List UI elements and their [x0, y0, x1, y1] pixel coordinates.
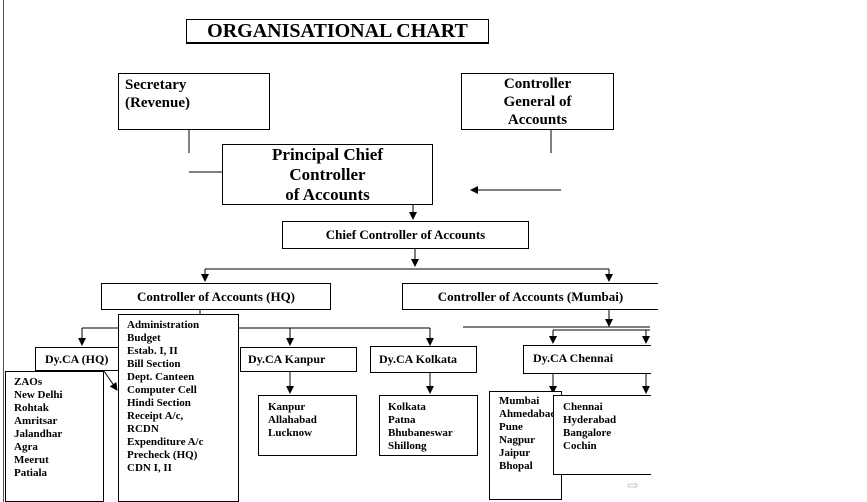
office-item: Patna [388, 414, 416, 426]
ca-hq-box: Controller of Accounts (HQ) [101, 283, 331, 310]
cga-line-3: Accounts [507, 111, 568, 128]
office-item: Pune [499, 421, 523, 433]
pcca-line-3: of Accounts [285, 184, 370, 204]
dyca-kolkata-box: Dy.CA Kolkata [370, 346, 477, 373]
cga-line-1: Controller [503, 75, 572, 92]
hq-section-item: Budget [127, 332, 161, 344]
zao-item: Amritsar [14, 415, 58, 427]
controller-general-box: Controller General of Accounts [461, 73, 614, 130]
zao-item: Agra [14, 441, 38, 453]
hq-sections-list: Administration Budget Estab. I, II Bill … [118, 314, 239, 502]
hq-section-item: Dept. Canteen [127, 371, 195, 383]
office-item: Ahmedabad [499, 408, 557, 420]
zao-item: Jalandhar [14, 428, 63, 440]
office-item: Nagpur [499, 434, 536, 446]
kolkata-offices-list: Kolkata Patna Bhubaneswar Shillong [379, 395, 478, 456]
dyca-hq-to-sections-arrow [103, 370, 118, 391]
mumbai-offices-list: Mumbai Ahmedabad Pune Nagpur Jaipur Bhop… [489, 391, 562, 500]
page-title: ORGANISATIONAL CHART [186, 19, 489, 44]
hq-section-item: RCDN [127, 423, 159, 435]
hq-section-item: Administration [127, 319, 200, 331]
office-item: Allahabad [268, 414, 317, 426]
office-item: Chennai [563, 401, 603, 413]
office-item: Bangalore [563, 427, 612, 439]
hq-section-item: Hindi Section [127, 397, 191, 409]
hq-section-item: Precheck (HQ) [127, 449, 198, 461]
pcca-line-2: Controller [289, 164, 366, 184]
zao-item: Patiala [14, 467, 47, 479]
office-item: Shillong [388, 440, 427, 452]
office-item: Jaipur [499, 447, 531, 459]
hq-section-item: Expenditure A/c [127, 436, 204, 448]
arrow-right-icon[interactable]: ⇨ [627, 479, 639, 494]
office-item: Hyderabad [563, 414, 617, 426]
page-left-rule [3, 0, 4, 502]
zao-item: ZAOs [14, 376, 43, 388]
zaos-list: ZAOs New Delhi Rohtak Amritsar Jalandhar… [5, 371, 104, 502]
kanpur-offices-list: Kanpur Allahabad Lucknow [258, 395, 357, 456]
dyca-chennai-box: Dy.CA Chennai [523, 345, 651, 374]
chennai-offices-list: Chennai Hyderabad Bangalore Cochin [553, 395, 651, 475]
zao-item: Rohtak [14, 402, 49, 414]
dyca-hq-box: Dy.CA (HQ) [35, 347, 124, 371]
secretary-line-2: (Revenue) [125, 95, 190, 111]
hq-section-item: Computer Cell [127, 384, 197, 396]
office-item: Bhopal [499, 460, 533, 472]
secretary-revenue-box: Secretary (Revenue) [118, 73, 270, 130]
cga-line-2: General of [503, 93, 572, 110]
office-item: Kanpur [268, 401, 306, 413]
principal-cca-box: Principal Chief Controller of Accounts [222, 144, 433, 205]
zao-item: New Delhi [14, 389, 63, 401]
hq-section-item: Receipt A/c, [127, 410, 184, 422]
ca-mumbai-box: Controller of Accounts (Mumbai) [402, 283, 658, 310]
office-item: Cochin [563, 440, 597, 452]
office-item: Kolkata [388, 401, 426, 413]
chief-controller-box: Chief Controller of Accounts [282, 221, 529, 249]
zao-item: Meerut [14, 454, 49, 466]
office-item: Bhubaneswar [388, 427, 453, 439]
hq-section-item: CDN I, II [127, 462, 172, 474]
office-item: Lucknow [268, 427, 313, 439]
secretary-line-1: Secretary [125, 77, 187, 93]
pcca-line-1: Principal Chief [272, 144, 383, 164]
hq-section-item: Bill Section [127, 358, 181, 370]
office-item: Mumbai [499, 395, 540, 407]
dyca-kanpur-box: Dy.CA Kanpur [240, 347, 357, 372]
hq-section-item: Estab. I, II [127, 345, 178, 357]
